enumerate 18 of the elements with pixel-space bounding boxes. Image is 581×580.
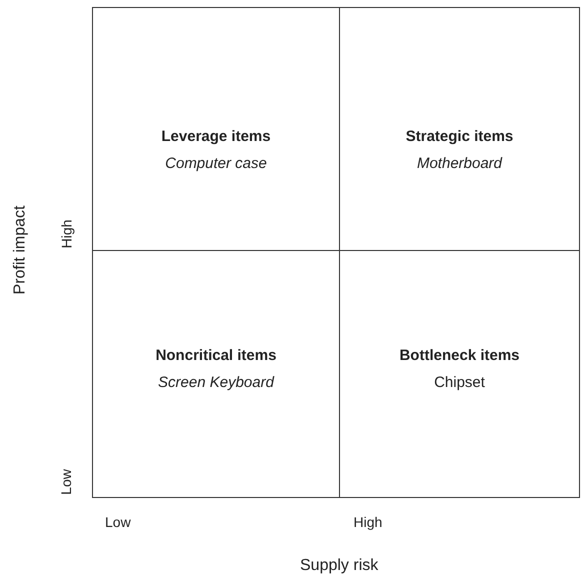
example-item: Chipset	[434, 374, 485, 391]
quadrant-heading: Strategic items	[406, 128, 514, 145]
axis-tick-label: High	[58, 220, 74, 248]
example-item: Screen Keyboard	[158, 374, 274, 391]
axis-tick-label: Low	[105, 514, 131, 530]
example-item: Computer case	[165, 155, 267, 172]
example-item: Motherboard	[416, 155, 502, 172]
quadrant	[339, 250, 580, 498]
quadrant	[92, 250, 340, 498]
axis-title: Supply risk	[300, 557, 378, 575]
quadrant-heading: Noncritical items	[156, 347, 276, 364]
axis-tick-label: High	[354, 514, 382, 530]
quadrant	[92, 7, 340, 251]
quadrant-heading: Bottleneck items	[399, 347, 520, 364]
quadrant-heading: Leverage items	[161, 128, 271, 145]
quadrant	[339, 7, 580, 251]
axis-tick-label: Low	[58, 469, 74, 495]
axis-title: Profit impact	[10, 206, 29, 294]
